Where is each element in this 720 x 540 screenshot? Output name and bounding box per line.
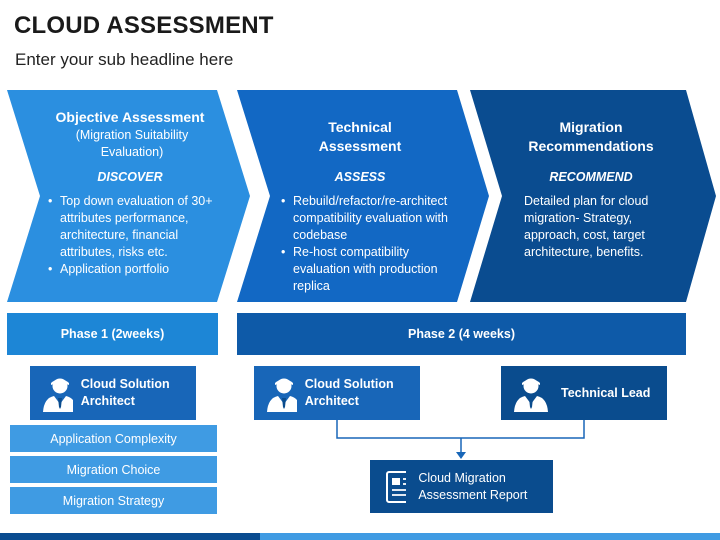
chevron-recommend	[470, 90, 716, 302]
phase-1-item: Application Complexity	[10, 425, 217, 452]
connector-arrowhead	[456, 452, 466, 459]
stage-1-title: Objective Assessment	[55, 109, 205, 125]
role-card-technical-lead: Technical Lead	[501, 366, 667, 420]
stage-1-subtitle: (Migration Suitability Evaluation)	[75, 128, 189, 159]
stage-2-tag: ASSESS	[334, 170, 386, 184]
role-label: Cloud Solution Architect	[80, 377, 170, 408]
stage-1-bullet: Top down evaluation of 30+ attributes pe…	[46, 193, 226, 261]
phase-1-item: Migration Strategy	[10, 487, 217, 514]
stage-3-title: Migration Recommendations	[528, 119, 654, 154]
stage-3-text: Detailed plan for cloud migration- Strat…	[524, 194, 649, 259]
person-icon	[514, 378, 548, 412]
stage-1-bullets: Top down evaluation of 30+ attributes pe…	[46, 193, 226, 278]
phase-1-bar: Phase 1 (2weeks)	[7, 313, 218, 355]
connector-lines	[336, 420, 585, 453]
report-card: Cloud Migration Assessment Report	[370, 460, 553, 513]
stage-2-bullets: Rebuild/refactor/re-architect compatibil…	[279, 193, 469, 295]
stage-2-bullet: Rebuild/refactor/re-architect compatibil…	[279, 193, 469, 244]
report-icon	[386, 470, 407, 503]
phase-1-item: Migration Choice	[10, 456, 217, 483]
bottom-bar-light	[260, 533, 720, 540]
role-card-architect-2: Cloud Solution Architect	[254, 366, 420, 420]
stage-3-tag: RECOMMEND	[549, 170, 633, 184]
stage-1-tag: DISCOVER	[97, 170, 163, 184]
page-title: CLOUD ASSESSMENT	[14, 12, 274, 39]
role-card-architect-1: Cloud Solution Architect	[30, 366, 196, 420]
person-icon	[267, 378, 297, 412]
person-icon	[43, 378, 73, 412]
role-label: Technical Lead	[561, 385, 651, 400]
stage-2-bullet: Re-host compatibility evaluation with pr…	[279, 244, 469, 295]
role-label: Cloud Solution Architect	[304, 377, 394, 408]
report-label: Cloud Migration Assessment Report	[418, 470, 528, 502]
stage-2-title: Technical Assessment	[318, 119, 402, 154]
stage-1-bullet: Application portfolio	[46, 261, 226, 278]
bottom-bar-dark	[0, 533, 260, 540]
page-subtitle: Enter your sub headline here	[15, 50, 234, 69]
phase-2-bar: Phase 2 (4 weeks)	[237, 313, 686, 355]
